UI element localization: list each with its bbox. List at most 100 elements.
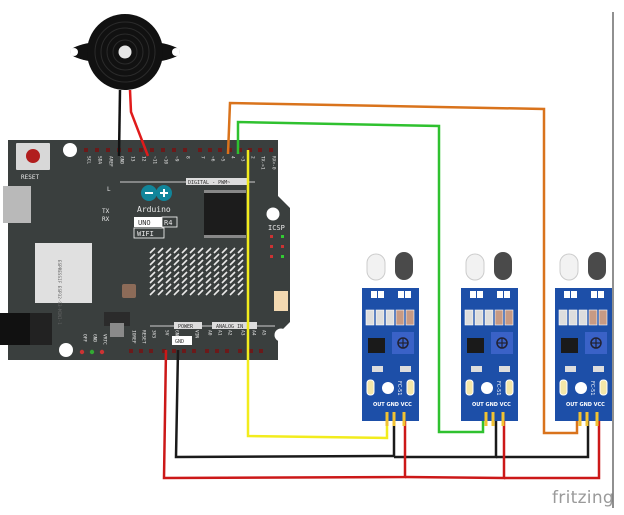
piezo-buzzer[interactable] [70,14,180,90]
pin-label: TX->1 [260,156,266,170]
header-pin[interactable] [149,349,153,353]
header-pin[interactable] [269,148,273,152]
buzzer-gnd-wire[interactable] [117,89,122,157]
header-pin[interactable] [150,148,154,152]
gnd-label: GND [175,339,184,345]
smd-component [484,309,494,326]
header-pin[interactable] [129,349,133,353]
vcc-bus-wire-ext2[interactable] [504,418,601,480]
header-pin[interactable] [238,148,242,152]
header-pin[interactable] [228,148,232,152]
header-pin[interactable] [238,349,242,353]
header-pin[interactable] [139,349,143,353]
comparator-ic [561,338,578,353]
header-pin[interactable] [208,148,212,152]
sensor-pin-vcc[interactable] [501,412,505,426]
sensor-pin-gnd[interactable] [392,412,396,426]
sensor2-out-wire[interactable] [236,120,485,434]
sensor-pin-out[interactable] [484,412,488,426]
comparator-ic [467,338,484,353]
gnd-bus-wire-ext[interactable] [394,418,498,459]
sensor-model-label: FC-51 [589,381,595,396]
rx-label: RX [102,216,110,223]
status-led [406,379,415,396]
header-pin[interactable] [161,148,165,152]
pin-label: A1 [217,330,223,336]
gnd-bus-wire[interactable] [174,349,396,459]
header-pin[interactable] [84,148,88,152]
pin-label: ~9 [174,156,180,162]
header-pin[interactable] [259,349,263,353]
header-pin[interactable] [183,148,187,152]
header-pin[interactable] [248,148,252,152]
reset-button[interactable] [16,143,50,170]
smd-component [578,309,588,326]
header-pin[interactable] [106,148,110,152]
header-pin[interactable] [215,349,219,353]
solder-pad [477,291,483,298]
wifi-box [133,227,165,239]
header-pin[interactable] [205,349,209,353]
header-pin[interactable] [139,148,143,152]
sensor-pin-out[interactable] [578,412,582,426]
solder-pad [504,291,510,298]
sensor-pin-vcc[interactable] [402,412,406,426]
header-pin[interactable] [258,148,262,152]
header-pin[interactable] [172,148,176,152]
mounting-hole [266,207,280,221]
header-pin[interactable] [218,148,222,152]
side-pin [89,349,95,355]
ir-receiver-led [588,252,606,280]
pin-label: SDA [97,156,103,164]
wires [117,89,601,480]
sensor1-out-wire[interactable] [246,150,389,440]
header-pin[interactable] [95,148,99,152]
header-pin[interactable] [162,349,166,353]
header-pin[interactable] [249,349,253,353]
pin-label: RESET [141,330,147,344]
vcc-bus-wire[interactable] [162,349,407,480]
smd-component [598,309,608,326]
sensor3-out-wire[interactable] [226,101,579,435]
pin-label: ~11 [152,156,158,164]
buzzer-signal-wire[interactable] [128,89,150,157]
arduino-board[interactable]: RESET ESPRESSIF ESP32-S3-MINI-1 [0,140,290,360]
mounting-hole [274,328,288,342]
vcc-bus-wire-ext[interactable] [404,418,506,480]
tx-label: TX [102,208,110,215]
sensor-pin-vcc[interactable] [595,412,599,426]
sensor-pin-gnd[interactable] [585,412,589,426]
pin-label: 8 [185,156,191,159]
esp-module-label: ESPRESSIF ESP32-S3-MINI-1 [56,260,62,325]
header-pin[interactable] [172,349,176,353]
gnd-bus-wire-ext2[interactable] [496,418,590,459]
uno-label: UNO [138,219,151,227]
status-led [366,379,375,396]
chip-pins-bottom [204,235,246,238]
solder-pad [378,291,384,298]
header-pin[interactable] [192,349,196,353]
l-led-label: L [107,186,111,193]
solder-pad [564,291,570,298]
sensor-pin-gnd[interactable] [491,412,495,426]
solder-pad [371,291,377,298]
side-pin [99,349,105,355]
header-pin[interactable] [198,148,202,152]
pin-label: RX<-0 [271,156,277,170]
ir-emitter-led [366,253,386,281]
status-led [505,379,514,396]
header-pin[interactable] [182,349,186,353]
smd-component [558,309,568,326]
mounting-hole [63,143,77,157]
ir-receiver-led [494,252,512,280]
pin-label: ~3 [240,156,246,162]
header-pin[interactable] [225,349,229,353]
smd-component [375,309,385,326]
sensor-pin-out[interactable] [385,412,389,426]
header-pin[interactable] [128,148,132,152]
